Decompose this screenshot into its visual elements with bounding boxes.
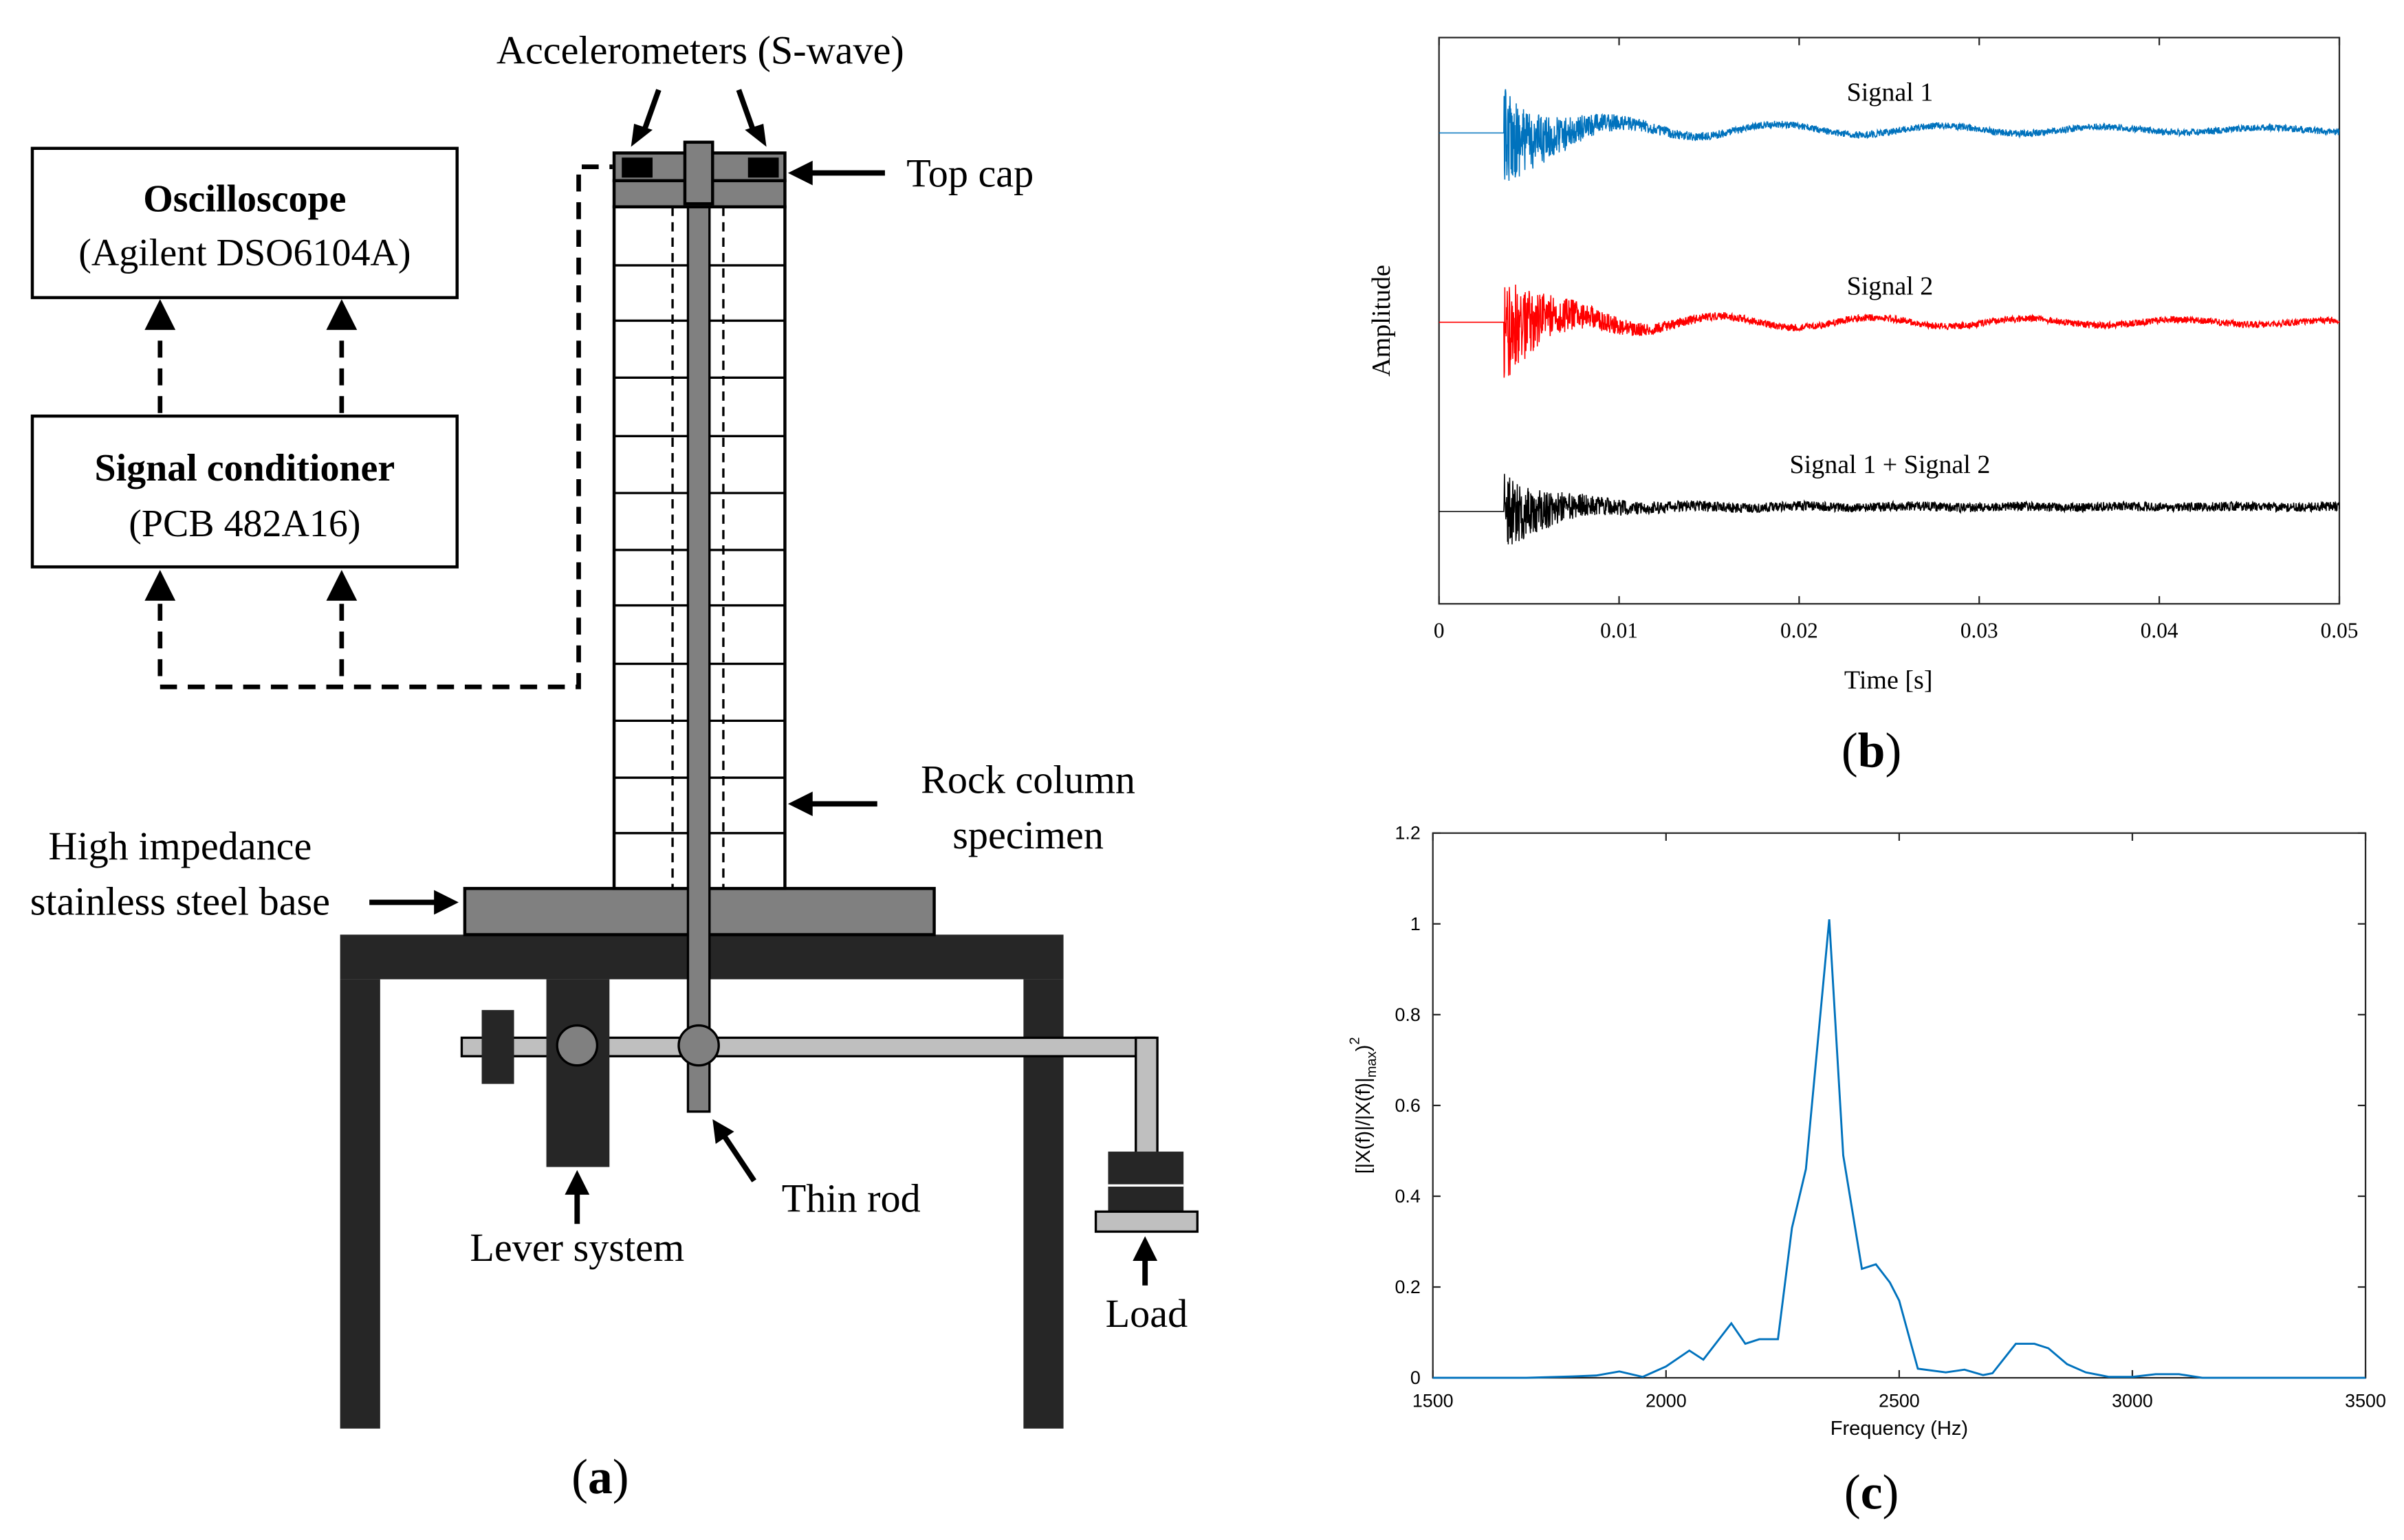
panel-c-xtick-label: 3000 <box>2112 1391 2153 1411</box>
panel-c-yticks: 0 0.2 0.4 0.6 0.8 1 1.2 <box>1395 823 2366 1388</box>
panel-c-xticks: 1500 2000 2500 3000 3500 <box>1412 833 2386 1411</box>
panel-b-label: (b) <box>1842 724 1902 778</box>
panel-c-xlabel: Frequency (Hz) <box>1831 1418 1968 1440</box>
accelerometer-left <box>622 157 653 178</box>
pointer-arrowheads <box>434 123 1158 1261</box>
spectrum-series-line <box>1432 919 2366 1379</box>
signal-1-label: Signal 1 <box>1847 78 1934 107</box>
signal-conditioner-box <box>30 414 459 569</box>
panel-c-ytick-label: 0.8 <box>1395 1004 1420 1025</box>
rock-column-label-line2: specimen <box>952 813 1104 857</box>
thin-rod <box>686 202 711 1113</box>
panel-c-xtick-label: 2500 <box>1879 1391 1920 1411</box>
panel-b-ylabel: Amplitude <box>1367 265 1396 377</box>
oscilloscope-title: Oscilloscope <box>143 178 346 221</box>
panel-b-xtick-label: 0.03 <box>1960 619 1998 643</box>
panel-a-label: (a) <box>571 1450 629 1504</box>
panel-c-xtick-label: 2000 <box>1646 1391 1687 1411</box>
panel-c-ytick-label: 1 <box>1410 914 1421 934</box>
panel-c-xtick-label: 3500 <box>2345 1391 2386 1411</box>
panel-b-xtick-label: 0.02 <box>1780 619 1818 643</box>
rock-column-label-line1: Rock column <box>921 758 1135 802</box>
panel-c-label: (c) <box>1844 1465 1899 1519</box>
base-label-line1: High impedance <box>48 824 312 868</box>
signal-conditioner-title: Signal conditioner <box>95 447 395 490</box>
accelerometers-label: Accelerometers (S-wave) <box>496 28 904 73</box>
signal-sum-series-line <box>1439 474 2340 544</box>
signal-1-series-line <box>1439 89 2340 181</box>
panel-b-xtick-label: 0.05 <box>2321 619 2359 643</box>
panel-b-xticks: 0 0.01 0.02 0.03 0.04 0.05 <box>1434 37 2359 643</box>
signal-cables <box>157 164 613 690</box>
panel-c-ytick-label: 0.2 <box>1395 1277 1420 1297</box>
cable-arrowheads <box>144 299 358 601</box>
panel-a: Oscilloscope (Agilent DSO6104A) Signal c… <box>30 28 1199 1504</box>
signal-sum-label: Signal 1 + Signal 2 <box>1790 450 1991 479</box>
panel-c: 1500 2000 2500 3000 3500 0 0.2 0.4 0.6 0.8 1 1.2 F… <box>1347 823 2386 1520</box>
panel-c-ytick-label: 0.4 <box>1395 1186 1420 1207</box>
oscilloscope-box <box>30 146 459 300</box>
panel-c-ytick-label: 0 <box>1410 1367 1421 1388</box>
signal-2-series-line <box>1439 284 2340 378</box>
panel-c-xtick-label: 1500 <box>1412 1391 1454 1411</box>
lever-system <box>460 979 1159 1167</box>
panel-b-xtick-label: 0.01 <box>1600 619 1638 643</box>
signal-conditioner-model: (PCB 482A16) <box>129 503 360 545</box>
panel-b-xtick-label: 0.04 <box>2141 619 2178 643</box>
panel-c-axes-frame <box>1432 832 2367 1379</box>
panel-b: 0 0.01 0.02 0.03 0.04 0.05 Time [s] Amplitude… <box>1367 36 2359 778</box>
base-label-line2: stainless steel base <box>30 879 330 923</box>
top-cap-label: Top cap <box>906 151 1034 196</box>
panel-c-ylabel: [|X(f)|/|X(f)|max)2 <box>1347 1037 1379 1174</box>
lever-system-label: Lever system <box>470 1225 684 1270</box>
load-weight <box>1094 1152 1199 1233</box>
accelerometer-right <box>747 157 779 178</box>
oscilloscope-model: (Agilent DSO6104A) <box>78 232 411 274</box>
panel-c-ytick-label: 0.6 <box>1395 1095 1420 1116</box>
panel-c-ytick-label: 1.2 <box>1395 823 1420 844</box>
signal-2-label: Signal 2 <box>1847 272 1934 300</box>
panel-b-xtick-label: 0 <box>1434 619 1445 643</box>
panel-b-xlabel: Time [s] <box>1844 666 1933 694</box>
load-label: Load <box>1106 1291 1188 1336</box>
thin-rod-label: Thin rod <box>782 1176 921 1220</box>
pointer-arrows <box>369 89 1148 1286</box>
